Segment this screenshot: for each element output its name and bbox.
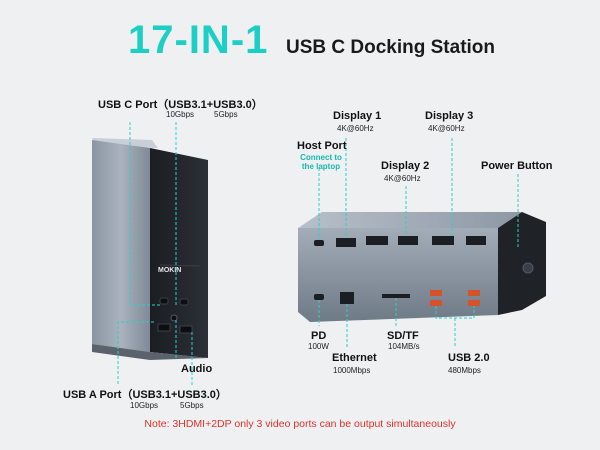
usba-speed-2: 5Gbps (180, 401, 204, 410)
usbc-speed-2: 5Gbps (214, 110, 238, 119)
power-button-label: Power Button (481, 160, 553, 172)
main-title: 17-IN-1 (128, 18, 269, 62)
display1-label: Display 1 (333, 110, 382, 122)
sdtf-spec: 104MB/s (388, 342, 420, 351)
tower-dock: MOKIN (92, 138, 208, 360)
usbc-port-label: USB C Port（USB3.1+USB3.0） (98, 99, 263, 111)
usbc-speed-1: 10Gbps (166, 110, 195, 119)
usba-port-label: USB A Port（USB3.1+USB3.0） (63, 389, 227, 401)
product-subtitle: USB C Docking Station (286, 37, 496, 58)
usba-speed-1: 10Gbps (130, 401, 159, 410)
horizontal-dock (298, 212, 546, 322)
host-port-note: Connect to the laptop (296, 153, 346, 171)
display3-spec: 4K@60Hz (428, 124, 465, 133)
audio-label: Audio (181, 363, 213, 375)
usb2-spec: 480Mbps (448, 366, 481, 375)
pd-spec: 100W (308, 342, 329, 351)
video-output-note: Note: 3HDMI+2DP only 3 video ports can b… (144, 418, 456, 430)
host-port-note-line2: the laptop (301, 162, 341, 171)
tower-leaders (117, 122, 193, 385)
host-port-note-line1: Connect to (300, 153, 342, 162)
display2-label: Display 2 (381, 160, 430, 172)
ethernet-label: Ethernet (332, 352, 377, 364)
pd-label: PD (311, 330, 327, 342)
dock-leaders (318, 138, 519, 348)
brand-logo: MOKIN (158, 267, 181, 274)
sdtf-label: SD/TF (387, 330, 419, 342)
ethernet-spec: 1000Mbps (333, 366, 371, 375)
usb2-label: USB 2.0 (448, 352, 490, 364)
host-port-label: Host Port (297, 140, 347, 152)
display1-spec: 4K@60Hz (337, 124, 374, 133)
display2-spec: 4K@60Hz (384, 174, 421, 183)
display3-label: Display 3 (425, 110, 474, 122)
